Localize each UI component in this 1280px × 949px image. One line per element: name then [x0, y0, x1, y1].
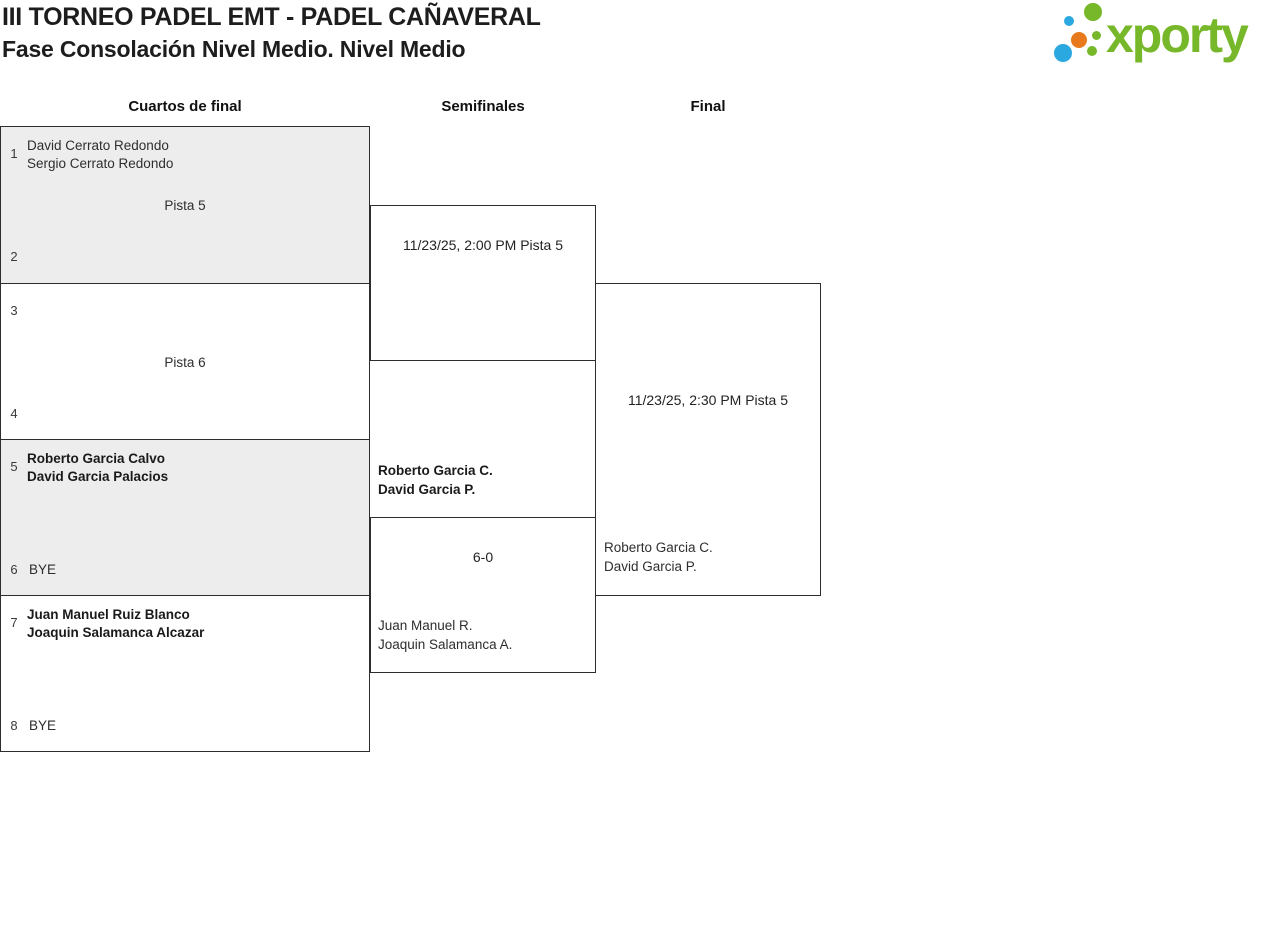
match-box-qf1[interactable]: 1 David Cerrato Redondo Sergio Cerrato R…	[0, 126, 370, 284]
round-header-final: Final	[690, 98, 726, 115]
seed-number: 7	[10, 615, 18, 630]
logo-dot-green-large-icon	[1084, 3, 1102, 21]
seed-number: 3	[10, 303, 18, 318]
match-box-qf3[interactable]: 5 Roberto Garcia Calvo David Garcia Pala…	[0, 439, 370, 596]
bye-label: BYE	[29, 562, 57, 577]
player-name: Joaquin Salamanca A.	[378, 636, 513, 652]
round-header-semifinals: Semifinales	[441, 98, 525, 115]
player-name: David Garcia P.	[378, 481, 476, 497]
logo-dot-green-small-icon	[1092, 31, 1101, 40]
logo-dot-blue-large-icon	[1054, 44, 1072, 62]
match-schedule: 11/23/25, 2:30 PM Pista 5	[627, 392, 789, 408]
player-name: Joaquin Salamanca Alcazar	[27, 625, 205, 640]
court-label: Pista 6	[164, 355, 206, 370]
logo-dot-green-small2-icon	[1087, 46, 1097, 56]
player-name: David Garcia P.	[604, 558, 697, 574]
match-box-qf2[interactable]: 3 Pista 6 4	[0, 283, 370, 440]
player-name: Juan Manuel R.	[378, 618, 473, 633]
player-name: Juan Manuel Ruiz Blanco	[27, 607, 190, 622]
team-names-winner: Roberto Garcia C. David Garcia P.	[378, 462, 493, 499]
match-score: 6-0	[472, 549, 494, 565]
logo-dot-blue-small-icon	[1064, 16, 1074, 26]
match-schedule: 11/23/25, 2:00 PM Pista 5	[402, 237, 564, 253]
match-box-final[interactable]: 11/23/25, 2:30 PM Pista 5 Roberto Garcia…	[595, 283, 821, 596]
seed-number: 1	[10, 146, 18, 161]
seed-number: 4	[10, 406, 18, 421]
player-name: Roberto Garcia C.	[378, 463, 493, 478]
seed-number: 8	[10, 718, 18, 733]
xporty-logo[interactable]: xporty	[1046, 0, 1278, 72]
player-name: Roberto Garcia C.	[604, 540, 713, 555]
player-name: David Cerrato Redondo	[27, 138, 169, 153]
team-names: Roberto Garcia Calvo David Garcia Palaci…	[27, 450, 168, 486]
team-names: Juan Manuel R. Joaquin Salamanca A.	[378, 617, 512, 654]
team-names: David Cerrato Redondo Sergio Cerrato Red…	[27, 137, 173, 173]
player-name: David Garcia Palacios	[27, 469, 169, 484]
match-box-qf4[interactable]: 7 Juan Manuel Ruiz Blanco Joaquin Salama…	[0, 595, 370, 752]
player-name: Roberto Garcia Calvo	[27, 451, 166, 466]
court-label: Pista 5	[164, 198, 206, 213]
seed-number: 6	[10, 562, 18, 577]
player-name: Sergio Cerrato Redondo	[27, 156, 174, 171]
logo-dot-orange-icon	[1071, 32, 1087, 48]
team-names: Juan Manuel Ruiz Blanco Joaquin Salamanc…	[27, 606, 204, 642]
match-box-sf2[interactable]: Roberto Garcia C. David Garcia P. 6-0 Ju…	[370, 463, 596, 673]
bye-label: BYE	[29, 718, 57, 733]
seed-number: 5	[10, 459, 18, 474]
logo-wordmark: xporty	[1106, 7, 1249, 63]
seed-number: 2	[10, 249, 18, 264]
match-box-sf1[interactable]: 11/23/25, 2:00 PM Pista 5	[370, 205, 596, 361]
team-names: Roberto Garcia C. David Garcia P.	[604, 539, 713, 576]
round-header-quarterfinals: Cuartos de final	[128, 98, 242, 115]
page-subtitle: Fase Consolación Nivel Medio. Nivel Medi…	[2, 36, 466, 62]
page-title: III TORNEO PADEL EMT - PADEL CAÑAVERAL	[2, 3, 541, 31]
